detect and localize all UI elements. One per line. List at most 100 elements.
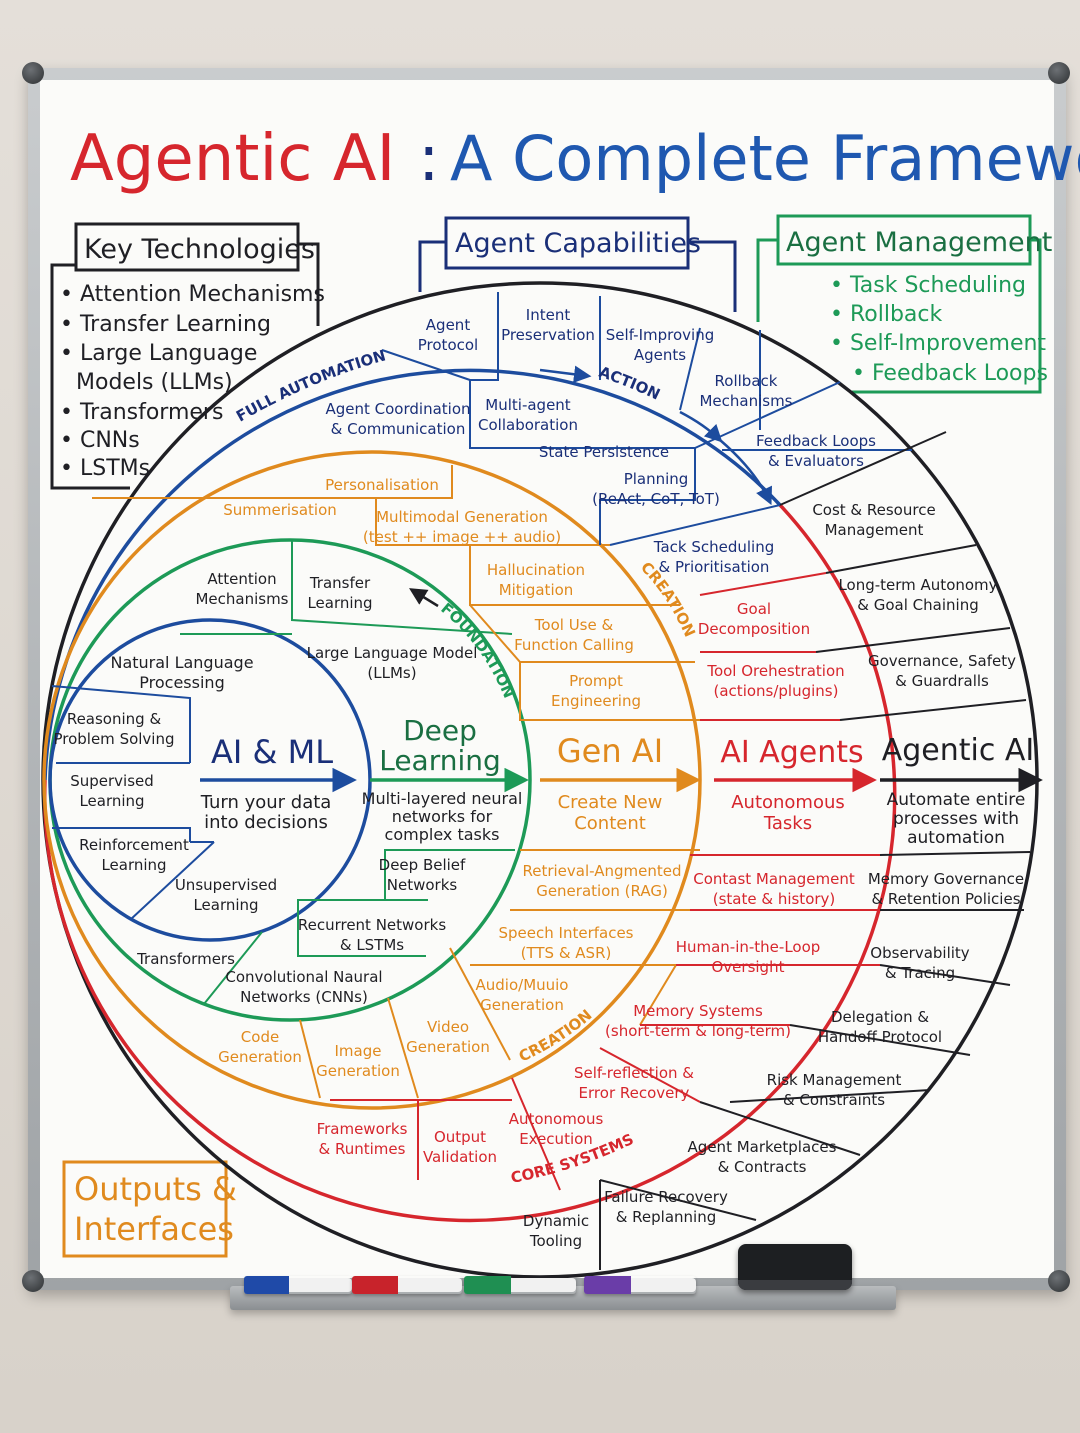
segment-line: Multi-agent [485,396,571,414]
segment-line: & Communication [331,420,466,438]
segment-line: Tool Orehestration [706,662,844,680]
agentic-ai-title: Agentic AI [882,733,1035,768]
whiteboard-surface [40,80,1054,1278]
segment-line: Memory Systems [633,1002,763,1020]
segment-line: Handoff Protocol [818,1028,942,1046]
segment-line: Tooling [529,1232,582,1250]
segment-line: Natural Language [110,653,253,672]
segment-line: & Goal Chaining [857,596,978,614]
segment-line: & Evaluators [768,452,864,470]
segment-line: & Tracing [885,964,955,982]
frame-corner [22,1270,44,1292]
segment-summerisation: Summerisation [223,501,337,519]
segment-line: Reinforcement [79,836,189,854]
segment-line: Learning [101,856,166,874]
segment-line: Failure Recovery [604,1188,728,1206]
segment-line: Unsupervised [175,876,277,894]
segment-tool-orch: Tool Orehestration(actions/plugins) [706,662,844,700]
agent-mgmt-item: • Self-Improvement [830,331,1046,356]
title-part-1: Agentic AI [70,122,395,196]
segment-line: Generation [480,996,564,1014]
blue-marker[interactable] [244,1276,352,1294]
segment-line: Deep Belief [379,856,466,874]
segment-line: State Persistence [539,443,669,461]
agent-mgmt-item: • Feedback Loops [852,361,1048,386]
purple-marker[interactable] [584,1276,696,1294]
segment-line: Protocol [418,336,478,354]
ring-ai-agents [42,503,897,1223]
segment-line: Cost & Resource [812,501,935,519]
segment-line: Risk Management [767,1071,902,1089]
ai-agents-sub: Tasks [763,813,812,834]
segment-line: Video [427,1018,469,1036]
segment-line: Speech Interfaces [499,924,634,942]
segment-line: Planning [624,470,689,488]
segment-line: Learning [307,594,372,612]
segment-line: Supervised [70,772,154,790]
segment-line: Generation [218,1048,302,1066]
segment-line: Generation [316,1062,400,1080]
key-technologies-title: Key Technologies [84,234,315,265]
segment-line: Generation (RAG) [536,882,668,900]
segment-line: Output [434,1128,486,1146]
agentic-ai-sub: processes with [893,809,1019,829]
segment-line: Convolutional Naural [225,968,382,986]
deep-learning-title: Deep [403,714,477,747]
agent-capabilities-title: Agent Capabilities [455,228,701,259]
segment-line: Tool Use & [534,616,614,634]
segment-line: Dynamic [523,1212,589,1230]
arc-label-action: ACTION [597,363,663,404]
title-part-2: A Complete Framework [450,122,1080,195]
key-tech-item: Models (LLMs) [76,370,233,395]
agent-capabilities-panel: Agent Capabilities [418,216,737,312]
deep-learning-sub: complex tasks [385,825,500,844]
deep-learning-sub: networks for [392,807,493,826]
ai-agents-sub: Autonomous [731,792,845,813]
whiteboard-eraser[interactable] [738,1244,852,1290]
segment-line: (ReAct, CoT, ToT) [592,490,720,508]
deep-learning-sub: Multi-layered neural [362,789,523,808]
segment-line: Self-reflection & [574,1064,694,1082]
segment-line: Delegation & [831,1008,929,1026]
segment-line: Learning [79,792,144,810]
segment-reasoning: Reasoning &Problem Solving [53,710,174,748]
segment-line: Preservation [501,326,595,344]
green-marker[interactable] [464,1276,576,1294]
segment-line: (test ++ image ++ audio) [363,528,561,546]
segment-line: Agent Marketplaces [688,1138,837,1156]
segment-line: Contast Management [693,870,855,888]
segment-line: Generation [406,1038,490,1056]
key-tech-item: • Attention Mechanisms [60,282,325,307]
segment-line: Multimodal Generation [376,508,548,526]
segment-line: Human-in-the-Loop [676,938,821,956]
key-tech-item: • LSTMs [60,456,150,481]
segment-line: (TTS & ASR) [521,944,612,962]
segment-dividers [51,292,1031,1270]
red-marker[interactable] [352,1276,462,1294]
frame-corner [22,62,44,84]
segment-line: & Prioritisation [659,558,770,576]
frame-corner [1048,62,1070,84]
agent-management-panel: Agent Management • Task Scheduling • Rol… [756,214,1052,394]
segment-line: Mechanisms [195,590,288,608]
segment-line: Networks (CNNs) [240,988,368,1006]
segment-tool-use: Tool Use &Function Calling [514,616,634,654]
agentic-ai-sub: Automate entire [887,790,1026,810]
title-colon: : [418,122,440,196]
segment-speech: Speech Interfaces (TTS & ASR) [499,924,634,962]
segment-transformers: Transformers [136,950,235,968]
